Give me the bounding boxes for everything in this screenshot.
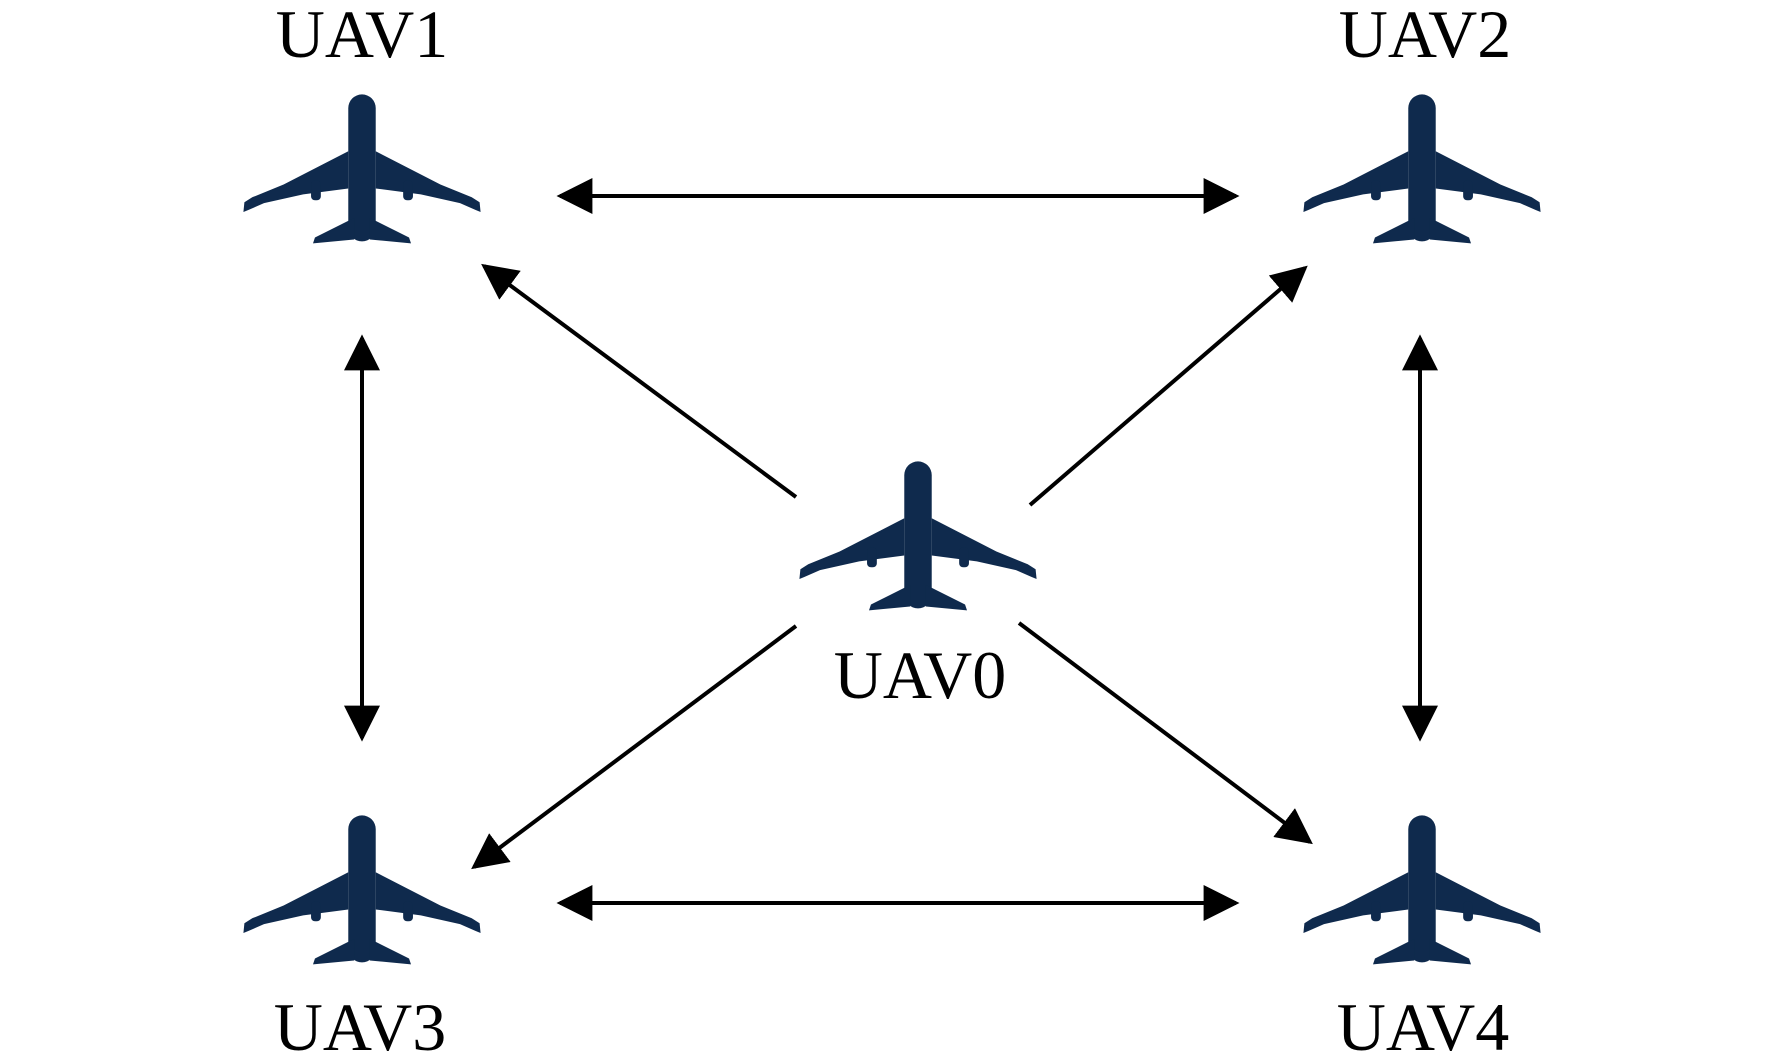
airplane-icon [1303,815,1541,965]
airplane-icon [799,461,1037,611]
node-uav1: UAV1 [243,0,481,244]
airplane-icon [243,815,481,965]
edge-uav0-uav1 [481,263,798,499]
airplane-icon [243,94,481,244]
node-uav4: UAV4 [1303,815,1541,1064]
edge-uav0-uav4 [1017,621,1313,845]
uav1-label: UAV1 [276,0,449,72]
edge-uav0-uav2 [1028,265,1308,507]
node-uav0: UAV0 [799,461,1037,713]
node-uav2: UAV2 [1303,0,1541,244]
uav0-label: UAV0 [834,637,1007,713]
edge-uav0-uav3 [471,624,798,870]
uav3-label: UAV3 [274,989,447,1064]
node-uav3: UAV3 [243,815,481,1064]
uav4-label: UAV4 [1337,989,1510,1064]
airplane-icon [1303,94,1541,244]
edges [344,178,1438,921]
uav2-label: UAV2 [1339,0,1512,72]
